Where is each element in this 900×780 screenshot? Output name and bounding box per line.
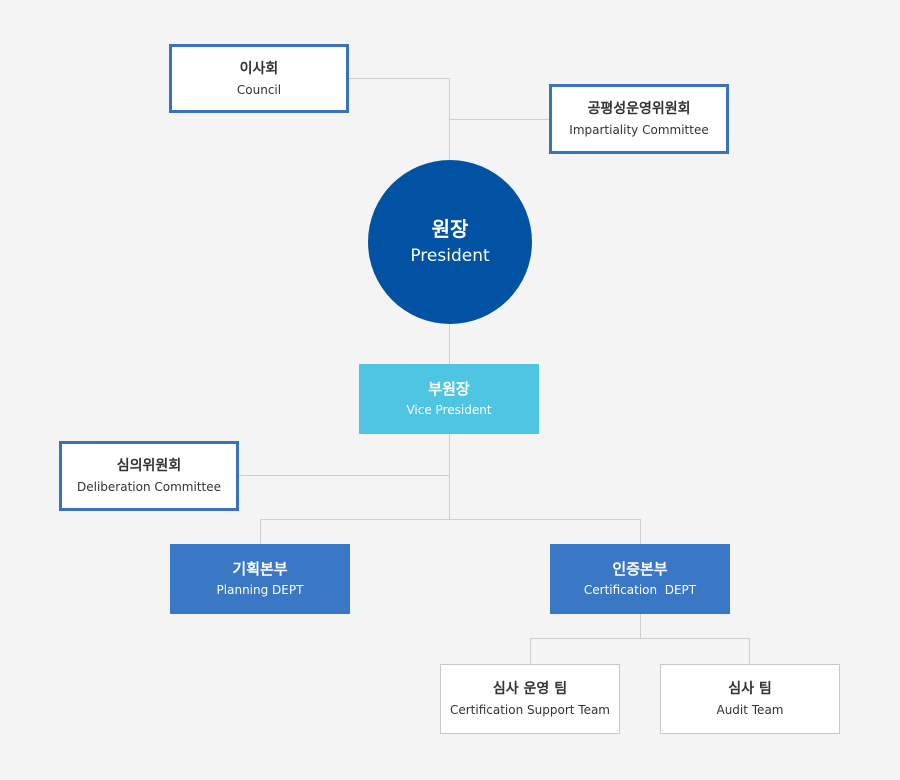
connector-teams-horizontal	[530, 638, 750, 639]
deliberation-committee-node: 심의위원회 Deliberation Committee	[59, 441, 239, 511]
connector-departments-horizontal	[260, 519, 641, 520]
cert-support-team-node: 심사 운영 팀 Certification Support Team	[440, 664, 620, 734]
certification-korean-label: 인증본부	[612, 560, 668, 578]
audit-team-english-label: Audit Team	[716, 703, 784, 717]
cert-support-team-korean-label: 심사 운영 팀	[492, 681, 568, 697]
impartiality-korean-label: 공평성운영위원회	[587, 101, 691, 117]
council-korean-label: 이사회	[239, 60, 279, 77]
audit-team-node: 심사 팀 Audit Team	[660, 664, 840, 734]
impartiality-committee-node: 공평성운영위원회 Impartiality Committee	[549, 84, 729, 154]
planning-dept-node: 기획본부 Planning DEPT	[170, 544, 350, 614]
certification-dept-node: 인증본부 Certification DEPT	[550, 544, 730, 614]
certification-english-label: Certification DEPT	[583, 583, 697, 597]
connector-planning	[260, 519, 261, 545]
vice-president-korean-label: 부원장	[428, 380, 470, 398]
planning-english-label: Planning DEPT	[216, 583, 304, 597]
connector-cert-support-team	[530, 638, 531, 665]
connector-deliberation	[238, 475, 450, 476]
connector-vice-trunk	[449, 433, 450, 520]
connector-audit-team	[749, 638, 750, 665]
connector-president-vice	[449, 322, 450, 366]
council-node: 이사회 Council	[169, 44, 349, 113]
audit-team-korean-label: 심사 팀	[728, 681, 772, 697]
connector-certification	[640, 519, 641, 545]
deliberation-english-label: Deliberation Committee	[77, 480, 221, 494]
impartiality-english-label: Impartiality Committee	[569, 123, 709, 137]
planning-korean-label: 기획본부	[232, 560, 288, 578]
vice-president-node: 부원장 Vice President	[359, 364, 539, 434]
council-english-label: Council	[236, 82, 282, 97]
connector-main-trunk-top	[449, 78, 450, 162]
president-korean-label: 원장	[431, 217, 469, 241]
deliberation-korean-label: 심의위원회	[116, 458, 182, 474]
president-node: 원장 President	[368, 160, 532, 324]
connector-impartiality	[449, 119, 550, 120]
vice-president-english-label: Vice President	[406, 403, 492, 417]
president-english-label: President	[410, 246, 490, 266]
connector-council	[348, 78, 450, 79]
cert-support-team-english-label: Certification Support Team	[449, 703, 610, 717]
connector-cert-trunk	[640, 613, 641, 639]
